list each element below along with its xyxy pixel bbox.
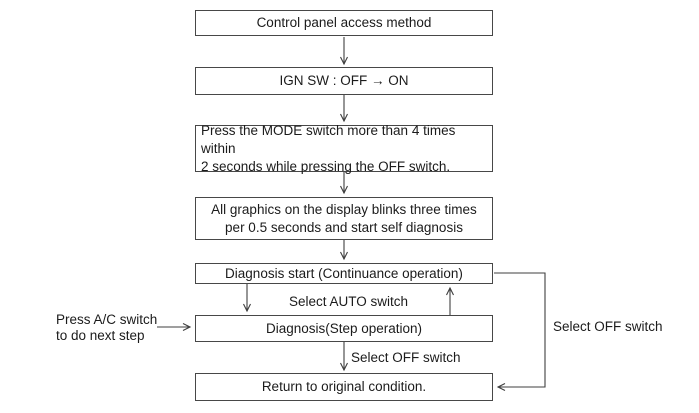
label-line: to do next step: [56, 328, 145, 343]
flow-box-diagnosis-start: Diagnosis start (Continuance operation): [195, 263, 493, 284]
feedback-line-box5-box7: [494, 272, 546, 388]
label-select-auto-switch: Select AUTO switch: [289, 294, 409, 309]
flow-box-diagnosis-step: Diagnosis(Step operation): [195, 315, 493, 342]
box-text-line: Press the MODE switch more than 4 times …: [201, 122, 456, 156]
flow-box-ign-sw: IGN SW : OFF → ON: [195, 67, 493, 95]
flow-box-return-original: Return to original condition.: [195, 373, 493, 401]
box-text-line: All graphics on the display blinks three…: [211, 201, 477, 217]
box-text-line: IGN SW : OFF → ON: [279, 73, 409, 88]
label-line: Press A/C switch: [56, 312, 158, 327]
box-text-line: Return to original condition.: [261, 379, 427, 394]
box-text-line: Diagnosis(Step operation): [265, 320, 423, 336]
label-select-off-switch-right: Select OFF switch: [553, 319, 663, 334]
label-select-off-switch-middle: Select OFF switch: [351, 350, 461, 365]
box-text-line: Diagnosis start (Continuance operation): [225, 265, 463, 281]
flow-box-press-mode-switch: Press the MODE switch more than 4 times …: [195, 122, 493, 174]
label-press-ac-switch: Press A/C switch to do next step: [56, 312, 157, 344]
flow-box-control-panel-access: Control panel access method: [195, 10, 493, 36]
box-text-line: 2 seconds while pressing the OFF switch.: [201, 158, 451, 174]
flow-box-graphics-blink: All graphics on the display blinks three…: [195, 197, 493, 240]
box-text-line: per 0.5 seconds and start self diagnosis: [225, 219, 463, 235]
box-text-line: Control panel access method: [256, 15, 432, 30]
